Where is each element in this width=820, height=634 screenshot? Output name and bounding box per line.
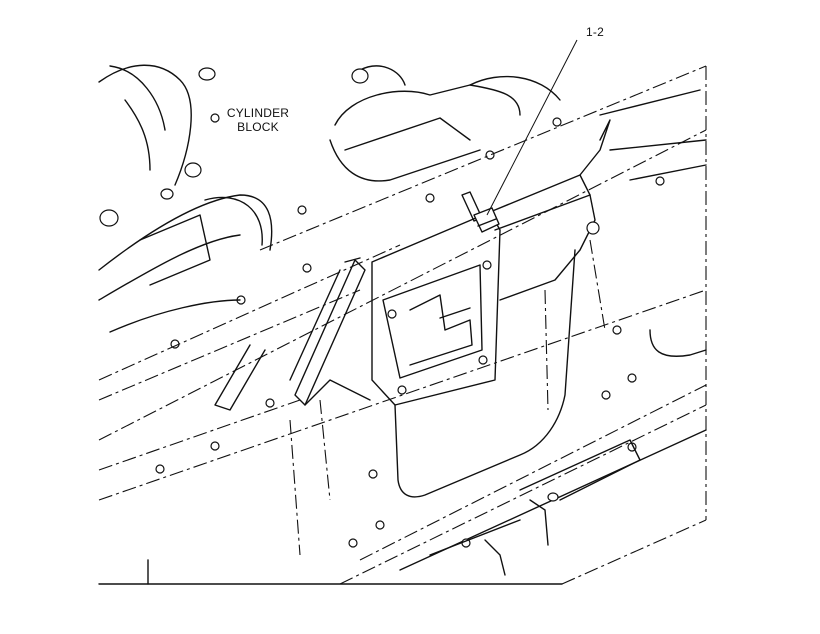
callout-label: 1-2 [586, 25, 604, 39]
left-crank-bay [98, 194, 401, 401]
cylinder-block-label: CYLINDER BLOCK [222, 106, 294, 134]
bolt-icon [461, 191, 500, 233]
upper-left-bores [98, 64, 312, 349]
support-web [214, 257, 371, 411]
frame-lines [98, 66, 707, 585]
lower-crank-bay [155, 164, 707, 556]
pan-rail [429, 439, 641, 576]
block-edges [98, 65, 707, 585]
cylinder-block-label-line1: CYLINDER [226, 106, 290, 120]
cylinder-block-label-line2: BLOCK [237, 120, 279, 134]
mounting-plate [371, 89, 707, 406]
upper-middle-bore [329, 65, 562, 203]
callout-leader-line [486, 39, 578, 216]
